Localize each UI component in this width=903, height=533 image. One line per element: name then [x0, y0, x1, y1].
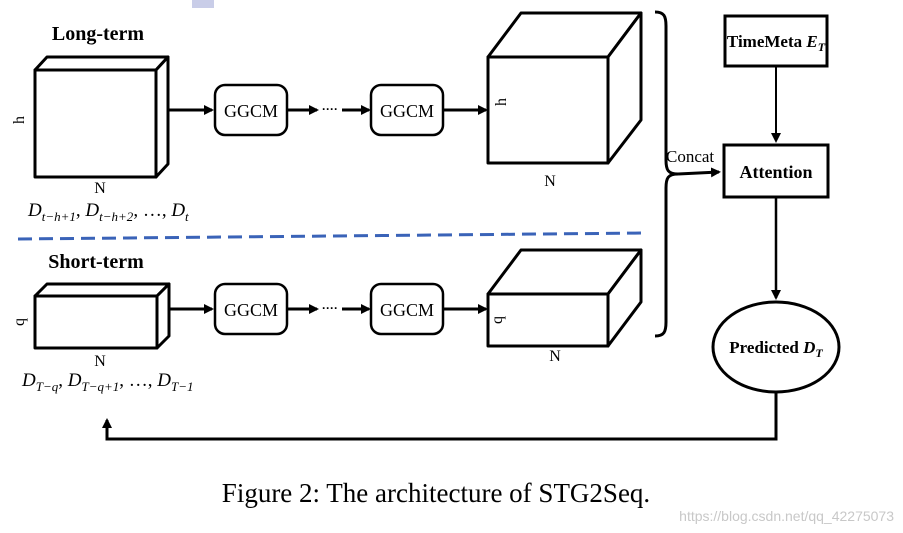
long-term-sequence-label: Dt−h+1, Dt−h+2, …, Dt: [27, 200, 189, 224]
arrow-concat: [677, 167, 721, 178]
long-term-height-label: h: [11, 116, 28, 124]
accent-square: [192, 0, 214, 8]
short-term-output-height-label: q: [489, 316, 506, 324]
ggcm-label-short-1: GGCM: [224, 300, 278, 320]
short-term-height-label: q: [11, 318, 28, 326]
ggcm-label-long-2: GGCM: [380, 101, 434, 121]
ggcm-label-long-1: GGCM: [224, 101, 278, 121]
section-divider: [17, 231, 647, 241]
concat-label: Concat: [666, 147, 714, 166]
short-term-title: Short-term: [48, 251, 144, 273]
attention-label: Attention: [740, 162, 813, 182]
concat-brace: [654, 10, 679, 338]
long-term-output-width-label: N: [544, 173, 556, 190]
seq-term-4: D: [170, 200, 185, 221]
long-term-output-cube: [486, 11, 643, 165]
long-term-width-label: N: [94, 180, 106, 197]
long-term-title: Long-term: [52, 23, 145, 45]
predicted-label: Predicted DT: [729, 338, 823, 360]
figure-caption: Figure 2: The architecture of STG2Seq.: [222, 478, 650, 508]
seq-term-1: D: [27, 200, 42, 221]
ellipsis-short: ····: [322, 301, 338, 315]
short-term-output-width-label: N: [549, 348, 561, 365]
short-term-output-cube: [486, 248, 643, 348]
ggcm-label-short-2: GGCM: [380, 300, 434, 320]
feedback-arrow: [102, 392, 778, 441]
short-term-width-label: N: [94, 353, 106, 370]
timemeta-label: TimeMeta ET: [727, 32, 826, 54]
long-term-input-block: [33, 55, 170, 179]
watermark: https://blog.csdn.net/qq_42275073: [679, 508, 894, 524]
short-term-input-block: [33, 282, 171, 350]
long-term-output-height-label: h: [493, 98, 510, 106]
ellipsis-long: ····: [322, 102, 338, 116]
short-term-sequence-label: DT−q, DT−q+1, …, DT−1: [21, 370, 194, 394]
seq-term-2: D: [84, 200, 99, 221]
